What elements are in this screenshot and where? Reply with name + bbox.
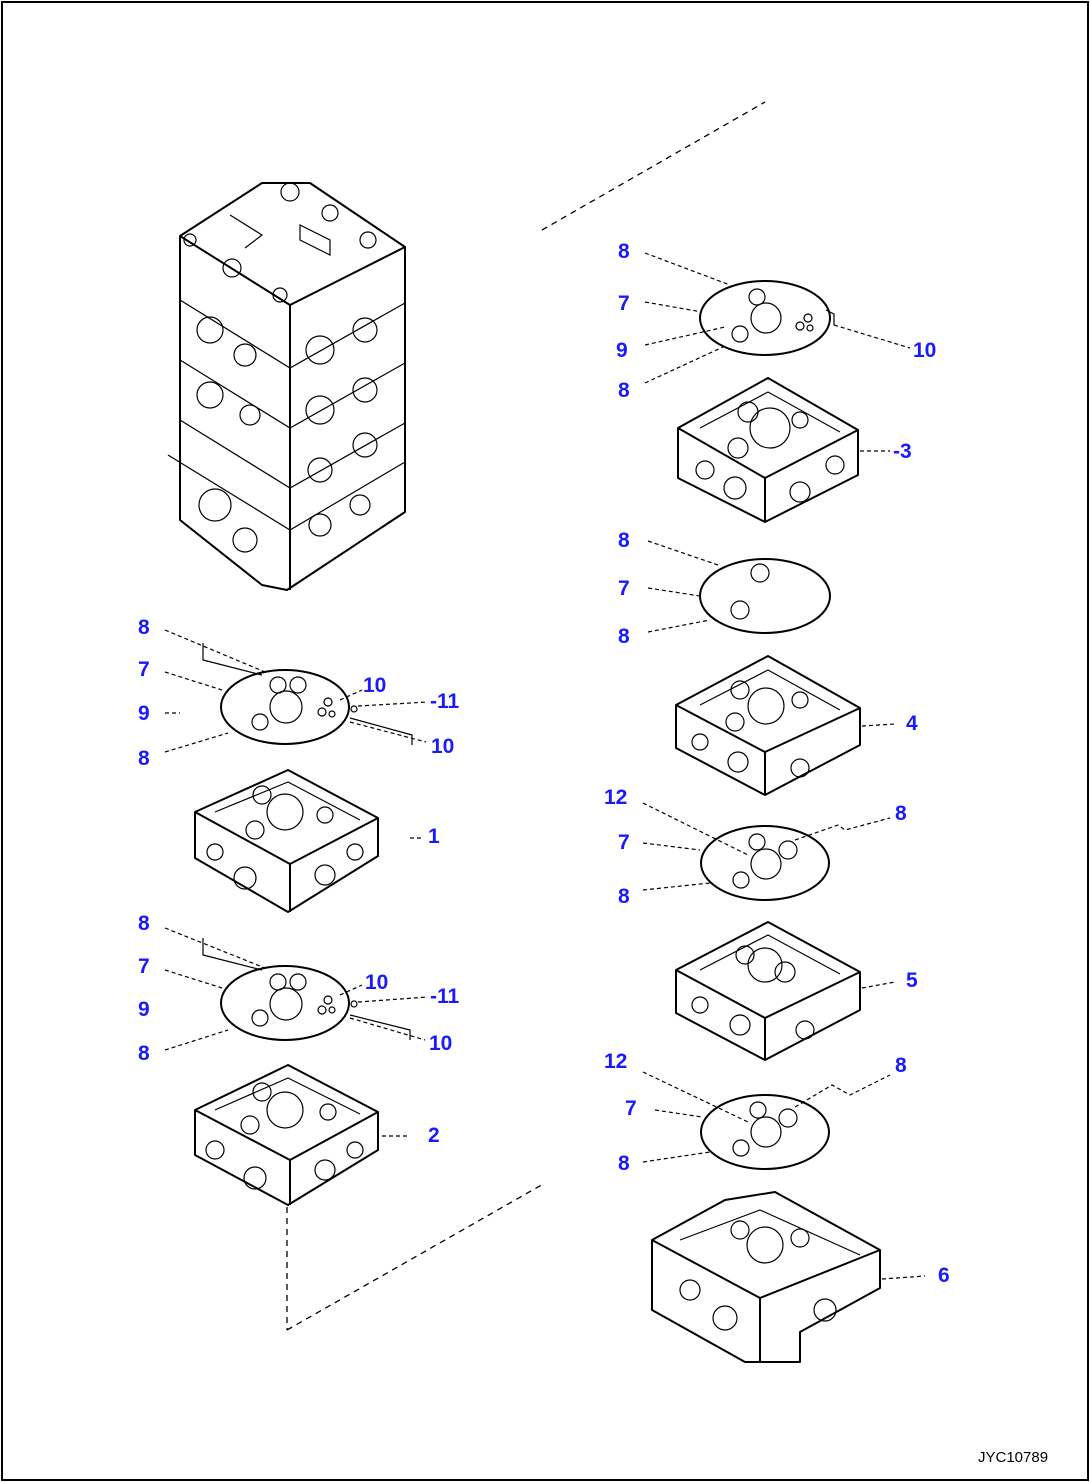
callout-label: 2: [428, 1124, 440, 1147]
callout-label: 7: [618, 831, 630, 854]
callout-label: 7: [625, 1097, 637, 1120]
callout-label: -11: [430, 985, 460, 1008]
callout-label: 7: [618, 577, 630, 600]
leader-section-6: [881, 1275, 926, 1280]
callout-label: 10: [363, 674, 386, 697]
callout-labels: 8 7 9 8 10 -3 8 7 8 4 12 7 8 8 5 12 7 8 …: [138, 240, 950, 1287]
plate-e: [202, 643, 413, 745]
callout-label: 7: [138, 955, 150, 978]
valve-assembly: [167, 182, 406, 591]
leader-section-4: [861, 723, 896, 727]
callout-label: 1: [428, 825, 440, 848]
callout-label: 9: [616, 339, 628, 362]
valve-section-1: [194, 769, 379, 913]
callout-label: 8: [138, 616, 150, 639]
callout-label: 8: [895, 1054, 907, 1077]
callout-label: 7: [618, 292, 630, 315]
callout-label: 8: [895, 802, 907, 825]
alignment-line-bottom: [286, 1182, 546, 1331]
plate-c: [700, 825, 830, 901]
leader-section-5: [861, 981, 896, 989]
callout-label: 7: [138, 658, 150, 681]
callout-label: 8: [138, 747, 150, 770]
drawing-reference: JYC10789: [978, 1449, 1048, 1466]
callout-label: 10: [429, 1032, 452, 1055]
callout-label: 12: [604, 786, 627, 809]
plate-f: [202, 938, 411, 1041]
valve-section-2: [194, 1064, 379, 1206]
leaders-plate-e: [164, 629, 429, 753]
callout-label: 8: [618, 529, 630, 552]
leaders-plate-a: [644, 252, 911, 384]
valve-section-6: [651, 1191, 881, 1363]
leaders-plate-f: [164, 927, 429, 1051]
leaders-plate-c: [642, 802, 891, 891]
plate-a: [699, 280, 835, 356]
callout-label: 10: [913, 339, 936, 362]
plate-b: [699, 558, 831, 634]
callout-label: 12: [604, 1050, 627, 1073]
leaders-plate-d: [642, 1071, 891, 1163]
callout-label: 8: [138, 912, 150, 935]
callout-label: 10: [365, 971, 388, 994]
callout-label: 8: [138, 1042, 150, 1065]
callout-label: 5: [906, 969, 918, 992]
callout-label: 8: [618, 240, 630, 263]
plate-d: [700, 1094, 830, 1170]
callout-label: 8: [618, 1152, 630, 1175]
callout-label: 9: [138, 998, 150, 1021]
valve-section-5: [675, 921, 861, 1061]
alignment-line-top: [541, 101, 766, 231]
callout-label: 4: [906, 712, 918, 735]
valve-section-4: [675, 655, 861, 796]
valve-section-3: [677, 377, 859, 523]
callout-label: 10: [431, 735, 454, 758]
callout-label: 8: [618, 379, 630, 402]
leaders-plate-b: [647, 540, 719, 633]
callout-label: 9: [138, 702, 150, 725]
callout-label: 8: [618, 625, 630, 648]
callout-label: 6: [938, 1264, 950, 1287]
callout-label: -11: [430, 690, 460, 713]
callout-label: 8: [618, 885, 630, 908]
callout-label: -3: [893, 440, 912, 463]
